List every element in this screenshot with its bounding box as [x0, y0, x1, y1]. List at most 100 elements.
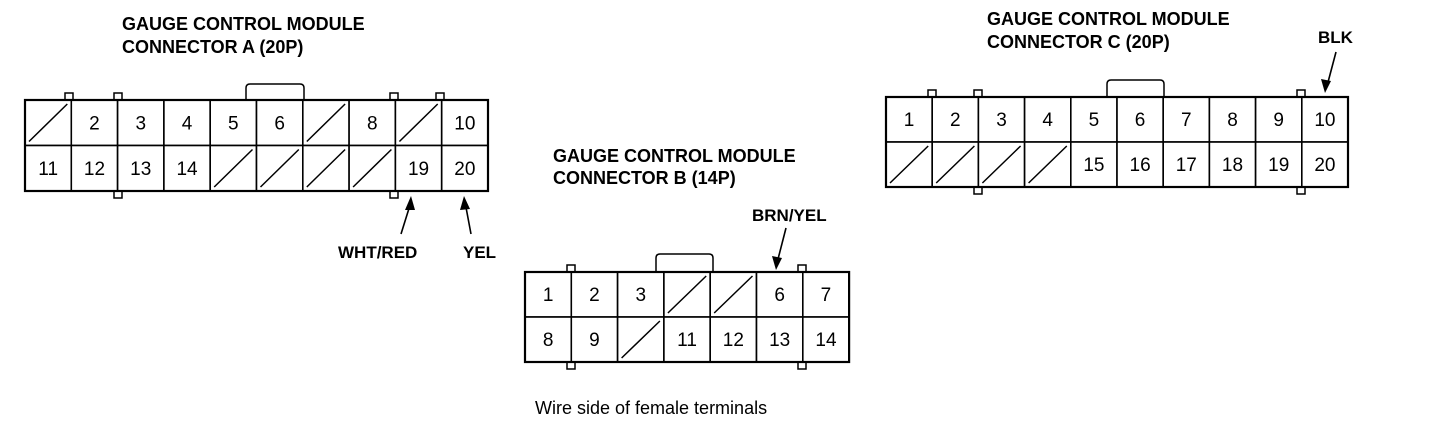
pin-cell-18: 18 [1208, 141, 1257, 188]
pin-cell-15: 15 [1070, 141, 1118, 188]
pin-number: 2 [89, 113, 100, 134]
connector-a-title-line2: CONNECTOR A (20P) [122, 37, 303, 57]
footer-note: Wire side of female terminals [535, 398, 767, 418]
pin-number: 6 [774, 285, 785, 306]
pin-cell-11: 11 [663, 316, 712, 363]
pin-cell-unused [709, 271, 758, 318]
pin-number: 20 [1314, 155, 1335, 176]
connector-a-hood [245, 83, 305, 100]
pin-number: 15 [1083, 155, 1104, 176]
connector-a: GAUGE CONTROL MODULE CONNECTOR A (20P) 2… [23, 14, 496, 262]
pin-number: 14 [176, 159, 198, 180]
connector-c-arrow-blk [1321, 51, 1337, 93]
unused-pin-slash [1028, 145, 1068, 184]
pin-cell-12: 12 [70, 144, 119, 192]
pin-cell-unused [394, 99, 443, 147]
pin-cell-13: 13 [755, 316, 804, 363]
pin-cell-14: 14 [801, 316, 850, 363]
connector-a-label-wht-red: WHT/RED [338, 243, 417, 262]
connector-a-outline [23, 98, 490, 193]
connector-c-title-line2: CONNECTOR C (20P) [987, 32, 1170, 52]
pin-number: 2 [950, 110, 961, 131]
pin-cell-14: 14 [163, 144, 211, 192]
pin-number: 7 [821, 285, 832, 306]
unused-pin-slash [889, 145, 929, 184]
pin-cell-5: 5 [209, 99, 258, 147]
pin-number: 3 [635, 285, 646, 306]
unused-pin-slash [352, 148, 392, 188]
connector-a-label-yel: YEL [463, 243, 496, 262]
pin-cell-4: 4 [1023, 96, 1072, 143]
unused-pin-slash [621, 320, 661, 359]
pin-cell-8: 8 [1208, 96, 1257, 143]
connector-b-title-line1: GAUGE CONTROL MODULE [553, 146, 796, 166]
pin-cell-1: 1 [524, 271, 573, 318]
pin-number: 19 [1268, 155, 1289, 176]
pin-cell-7: 7 [801, 271, 850, 318]
pin-cell-unused [663, 271, 712, 318]
pin-cell-9: 9 [1254, 96, 1303, 143]
pin-cell-12: 12 [709, 316, 758, 363]
pin-number: 8 [543, 330, 554, 351]
pin-cell-unused [931, 141, 980, 188]
pin-cell-6: 6 [755, 271, 804, 318]
pin-cell-2: 2 [570, 271, 619, 318]
connector-c-label-blk: BLK [1318, 28, 1354, 47]
pin-number: 17 [1176, 155, 1197, 176]
pin-cell-4: 4 [163, 99, 211, 147]
connector-b: GAUGE CONTROL MODULE CONNECTOR B (14P) 1… [523, 146, 851, 418]
pin-number: 11 [677, 330, 697, 351]
pin-number: 12 [723, 330, 744, 351]
pin-cell-10: 10 [1301, 96, 1349, 143]
connector-a-arrow-yel [460, 196, 472, 235]
pin-cell-17: 17 [1162, 141, 1211, 188]
pin-cell-unused [885, 141, 934, 188]
pin-cell-20: 20 [1301, 141, 1349, 188]
unused-pin-slash [213, 148, 254, 188]
pin-number: 5 [228, 113, 239, 134]
pin-cell-10: 10 [440, 99, 489, 147]
pin-cell-2: 2 [931, 96, 980, 143]
connector-b-outline [523, 270, 851, 364]
pin-cell-unused [348, 144, 397, 192]
pin-cell-2: 2 [70, 99, 119, 147]
pin-cell-8: 8 [524, 316, 573, 363]
pin-number: 3 [135, 113, 146, 134]
pin-number: 9 [589, 330, 600, 351]
pin-cell-3: 3 [977, 96, 1026, 143]
pin-number: 4 [182, 113, 193, 134]
unused-pin-slash [981, 145, 1022, 184]
unused-pin-slash [259, 148, 300, 188]
pin-cell-unused [301, 144, 350, 192]
unused-pin-slash [398, 103, 439, 143]
pin-cell-16: 16 [1116, 141, 1165, 188]
connector-a-title-line1: GAUGE CONTROL MODULE [122, 14, 365, 34]
pin-number: 13 [130, 159, 151, 180]
pin-cell-unused [616, 316, 665, 363]
unused-pin-slash [713, 275, 754, 314]
pin-cell-11: 11 [24, 144, 73, 192]
pin-cell-6: 6 [1116, 96, 1165, 143]
pin-number: 3 [996, 110, 1007, 131]
pin-cell-3: 3 [116, 99, 165, 147]
pin-number: 18 [1222, 155, 1243, 176]
pin-number: 20 [454, 159, 475, 180]
pin-number: 16 [1130, 155, 1151, 176]
pin-cell-9: 9 [570, 316, 619, 363]
pin-number: 8 [1227, 110, 1238, 131]
connector-a-arrow-wht-red [400, 196, 415, 235]
pin-number: 14 [815, 330, 837, 351]
connector-c-outline [884, 95, 1350, 189]
pin-number: 8 [367, 113, 378, 134]
pin-number: 5 [1089, 110, 1100, 131]
pin-cell-1: 1 [885, 96, 934, 143]
pin-number: 11 [38, 159, 58, 180]
connector-c: GAUGE CONTROL MODULE CONNECTOR C (20P) 1… [884, 9, 1354, 195]
unused-pin-slash [935, 145, 975, 184]
pin-cell-6: 6 [255, 99, 304, 147]
pin-cell-unused [255, 144, 304, 192]
